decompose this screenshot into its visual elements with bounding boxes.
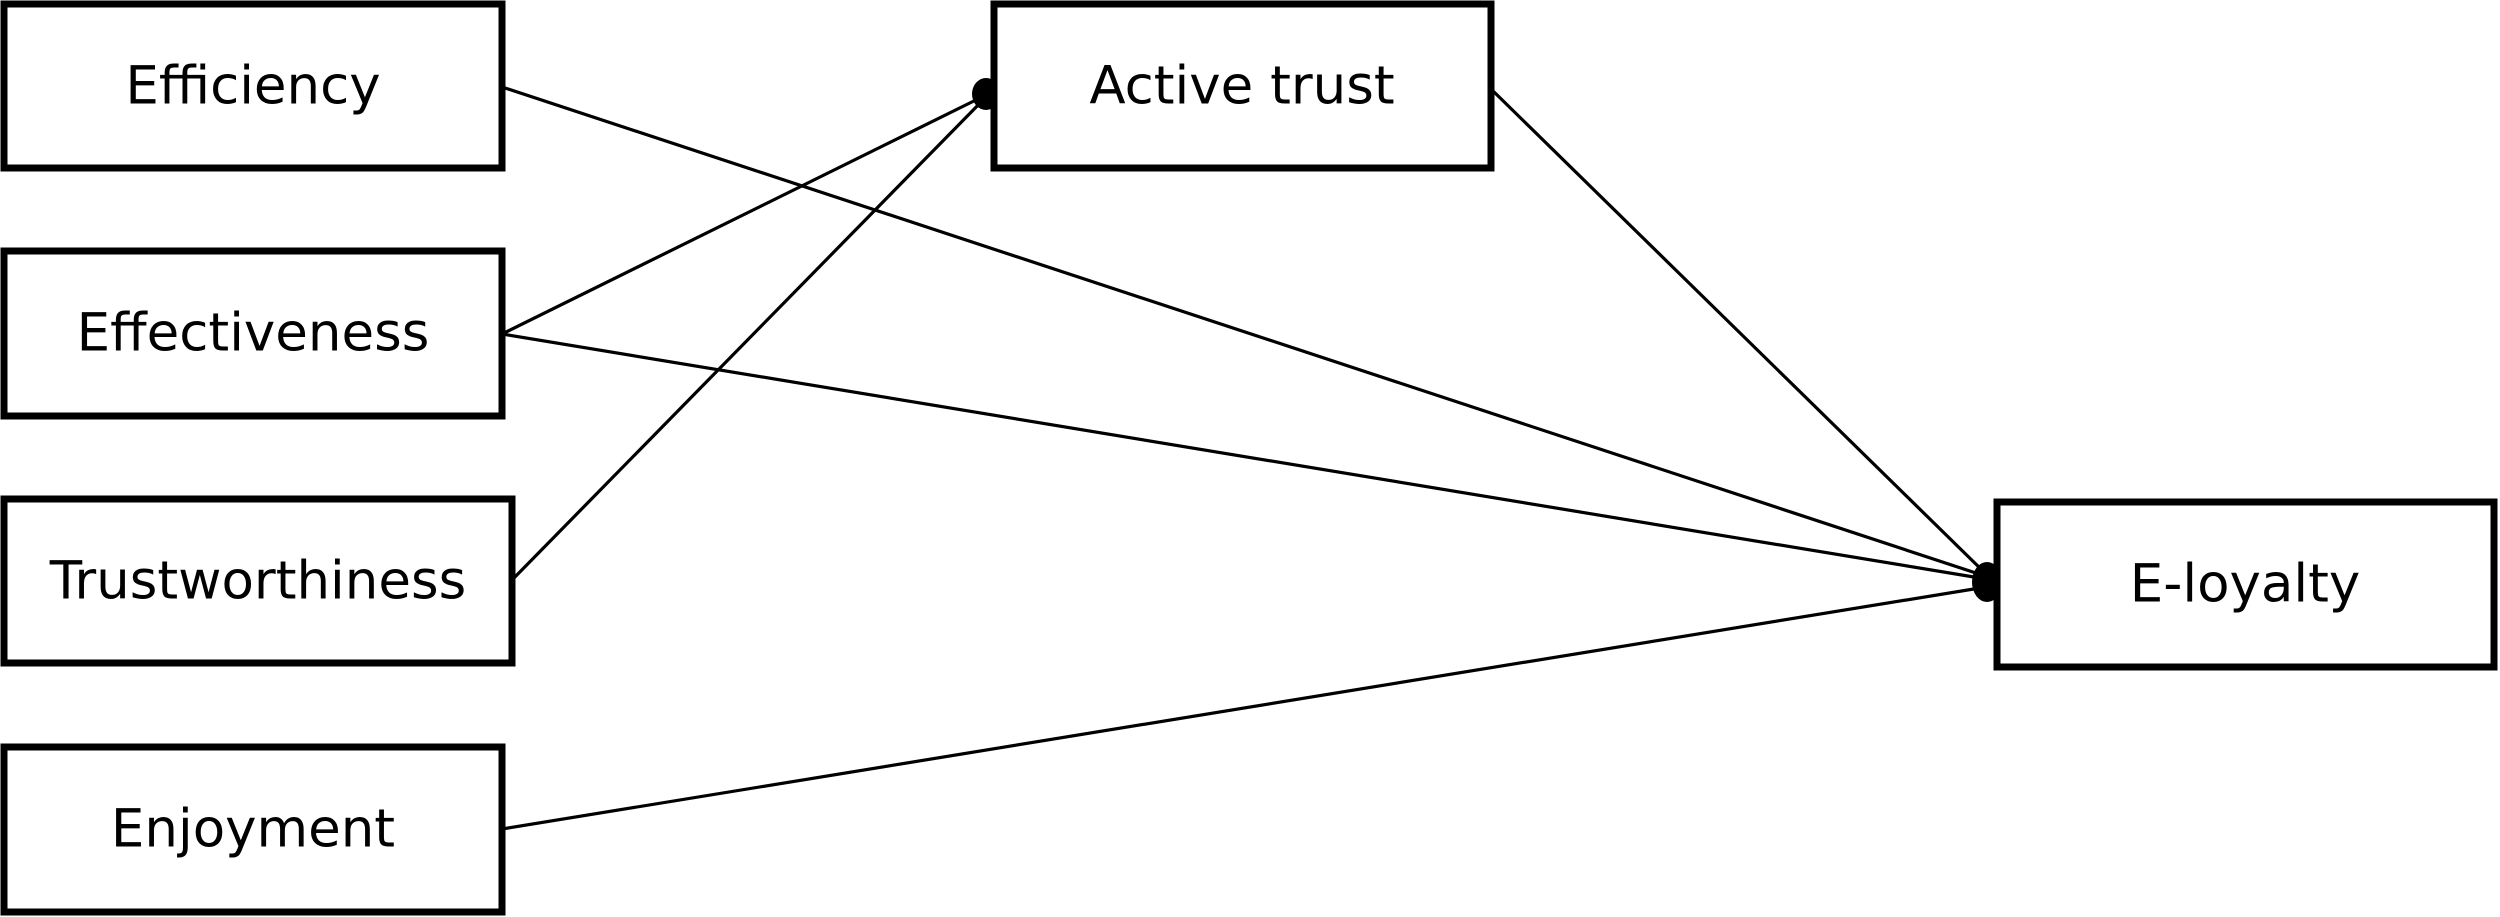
node-enjoyment: Enjoyment [0, 743, 506, 916]
node-active-trust: Active trust [990, 0, 1495, 172]
edge-effectiveness-to-active-trust [501, 92, 989, 336]
node-effectiveness: Effectiveness [0, 247, 506, 420]
node-trustworthiness-label: Trustworthiness [49, 551, 466, 612]
node-efficiency: Efficiency [0, 0, 506, 172]
node-e-loyalty: E-loyalty [1993, 498, 2498, 671]
edge-active-trust-to-e-loyalty [1489, 87, 1988, 576]
node-efficiency-label: Efficiency [125, 56, 380, 117]
node-e-loyalty-label: E-loyalty [2130, 554, 2360, 615]
node-active-trust-label: Active trust [1089, 56, 1394, 117]
node-effectiveness-label: Effectiveness [77, 303, 430, 364]
edge-trustworthiness-to-active-trust [510, 95, 988, 582]
node-enjoyment-label: Enjoyment [111, 799, 395, 860]
edges [501, 85, 1989, 831]
edge-efficiency-to-e-loyalty [501, 85, 1989, 579]
node-trustworthiness: Trustworthiness [0, 495, 516, 667]
edge-effectiveness-to-e-loyalty [501, 332, 1987, 581]
edge-enjoyment-to-e-loyalty [501, 585, 1987, 831]
